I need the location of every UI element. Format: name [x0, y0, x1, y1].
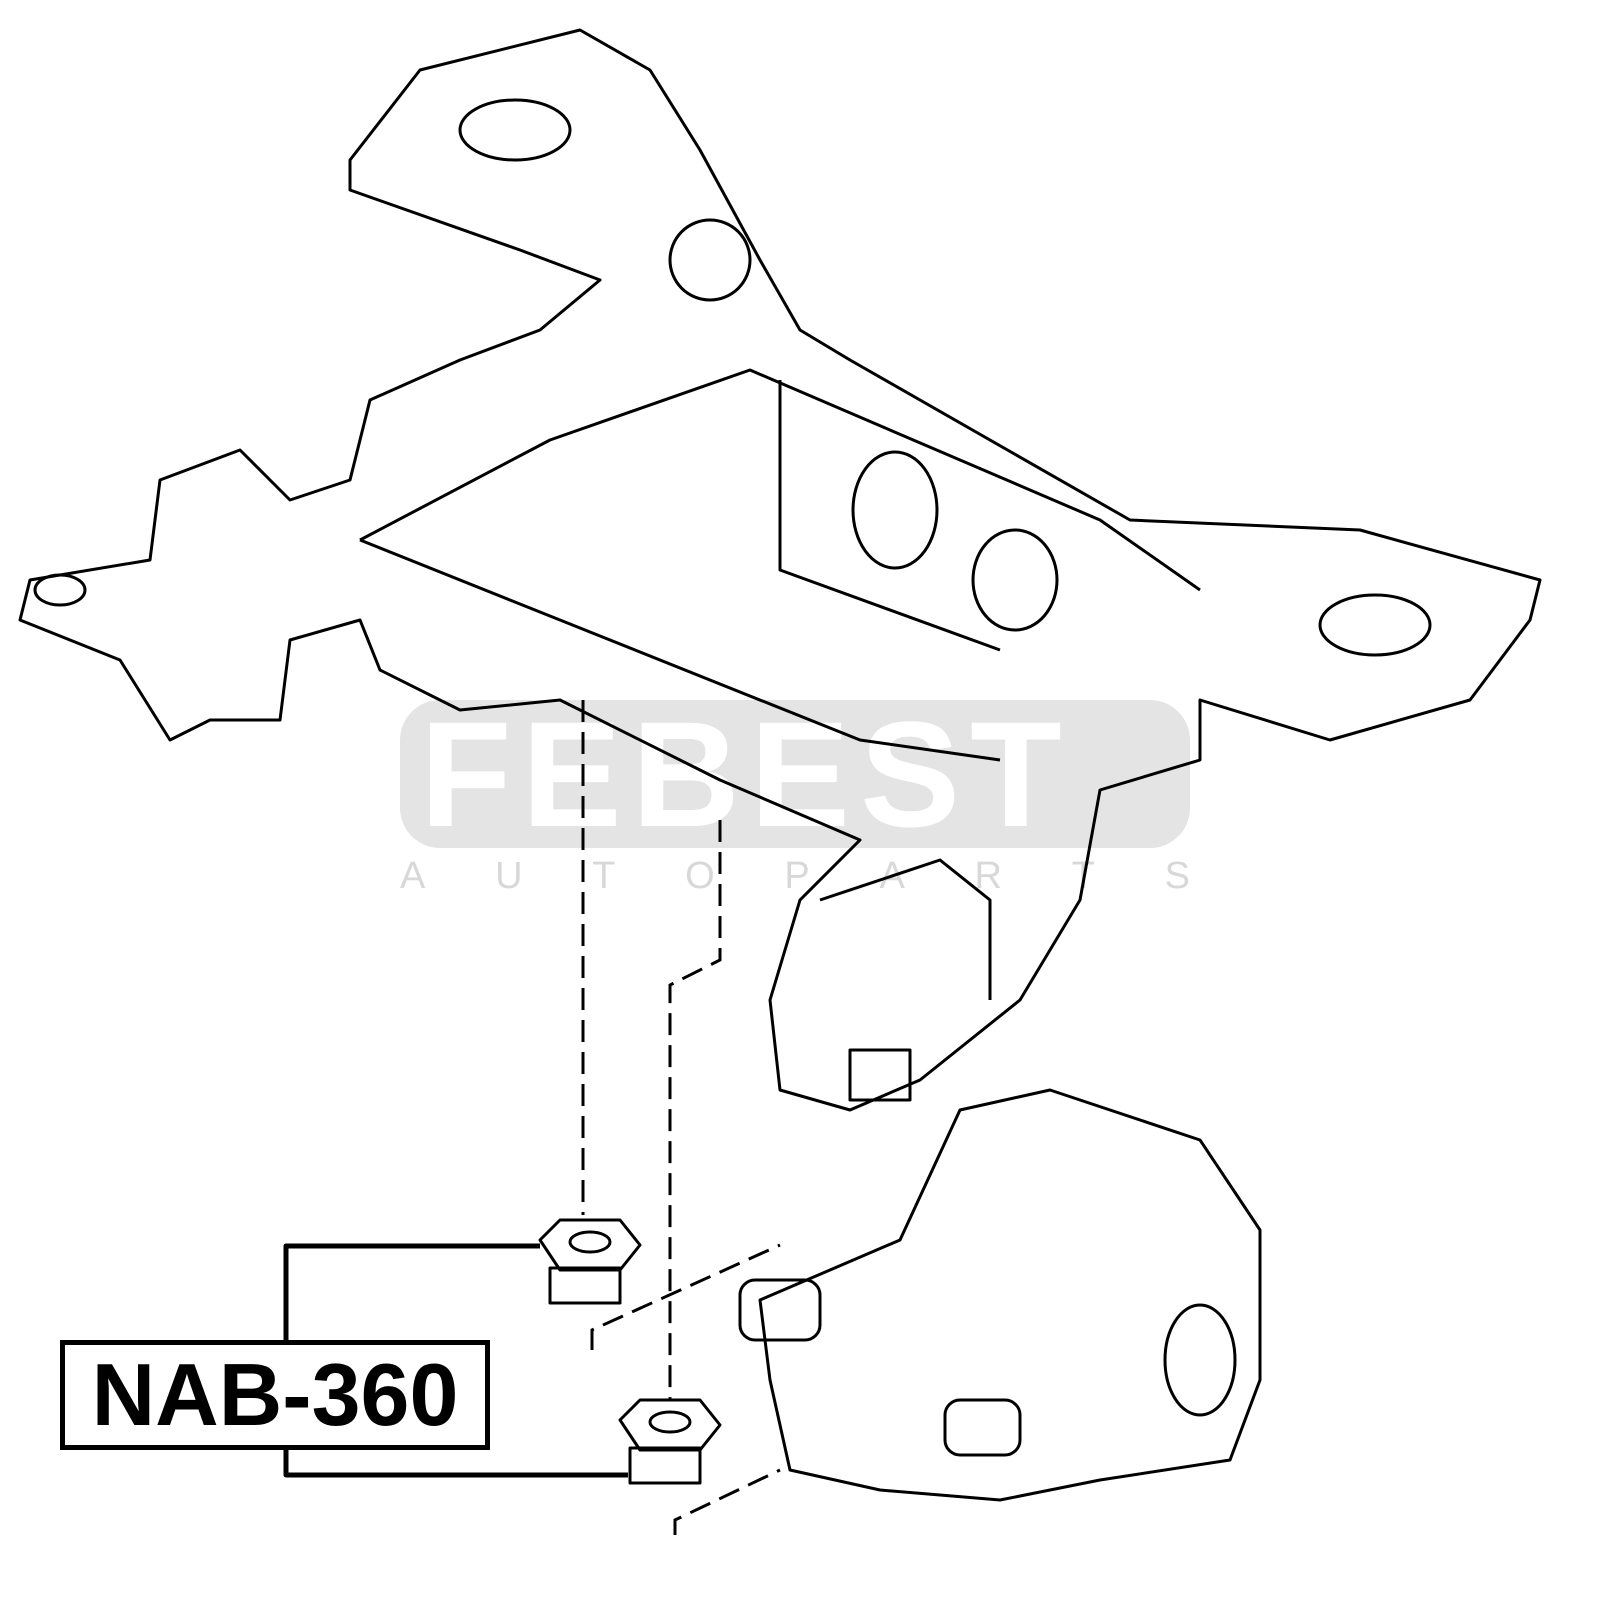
watermark-logo-background: [400, 700, 1190, 848]
watermark-subtitle: A U T O P A R T S: [400, 855, 1190, 898]
subframe: [18, 28, 1542, 1112]
wm-letter: O: [685, 855, 715, 897]
bushing-lower: [618, 1398, 722, 1485]
bushing-upper: [538, 1218, 642, 1305]
assembly-guide-lines: [581, 700, 781, 1535]
wm-letter: U: [495, 855, 523, 897]
wm-letter: S: [1164, 855, 1190, 897]
wm-letter: T: [592, 855, 616, 897]
differential: [738, 1088, 1262, 1502]
wm-letter: A: [400, 855, 426, 897]
watermark-brand: FEBEST: [420, 690, 1072, 858]
part-number-label: NAB-360: [60, 1340, 490, 1450]
label-leader-lines: [283, 1243, 628, 1478]
wm-letter: P: [784, 855, 810, 897]
